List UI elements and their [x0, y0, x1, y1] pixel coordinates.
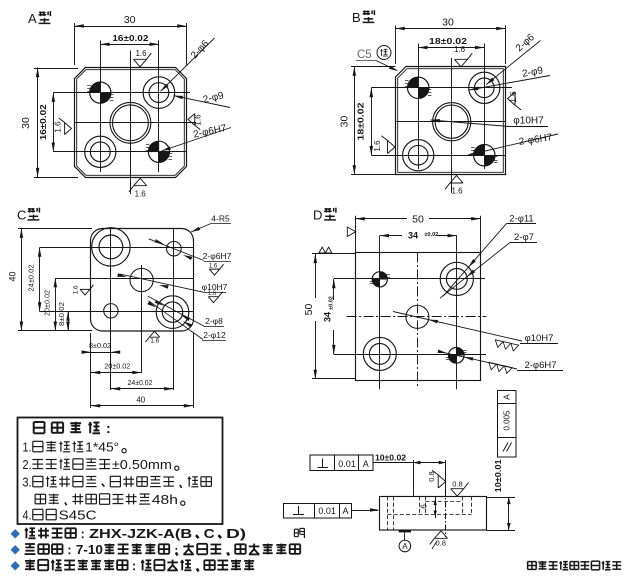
svg-text:18±0.02: 18±0.02: [429, 36, 467, 46]
svg-text:0.8: 0.8: [435, 539, 445, 548]
svg-text:4.: 4.: [23, 508, 32, 523]
svg-text:1.6: 1.6: [150, 337, 159, 344]
svg-text:1.6: 1.6: [208, 291, 217, 297]
svg-text:2-φ8: 2-φ8: [205, 316, 223, 326]
svg-text:C: C: [17, 208, 26, 223]
svg-text:D): D): [226, 526, 246, 541]
svg-text:2-φ6H7: 2-φ6H7: [524, 360, 556, 371]
svg-text:1.6: 1.6: [451, 186, 463, 195]
svg-text:ZHX-JZK-A(B: ZHX-JZK-A(B: [89, 526, 192, 541]
svg-text:10±0.02: 10±0.02: [375, 453, 407, 462]
svg-text::: :: [106, 420, 111, 436]
svg-text:1.6: 1.6: [73, 285, 80, 294]
svg-text:50: 50: [412, 213, 424, 225]
svg-text:C5: C5: [357, 49, 372, 61]
svg-text:±0.50mm: ±0.50mm: [112, 457, 172, 472]
svg-text:φ10H7: φ10H7: [525, 333, 554, 344]
svg-text:0.005: 0.005: [503, 410, 512, 431]
svg-text:3.: 3.: [23, 475, 32, 490]
svg-text:A: A: [402, 542, 408, 551]
svg-text:34: 34: [408, 231, 418, 241]
svg-text:A: A: [342, 506, 348, 516]
svg-text:1.6: 1.6: [454, 45, 466, 54]
svg-text:1.6: 1.6: [135, 189, 147, 198]
svg-text:S45C: S45C: [59, 508, 97, 523]
svg-text:6: 6: [419, 504, 428, 509]
svg-text:2-φ6H7: 2-φ6H7: [518, 132, 553, 148]
svg-text:0.01: 0.01: [318, 506, 336, 516]
svg-text:18±0.02: 18±0.02: [356, 102, 366, 140]
svg-text:30: 30: [20, 117, 32, 129]
svg-text:0.8: 0.8: [427, 471, 436, 481]
svg-text:1.6: 1.6: [54, 121, 63, 133]
svg-text:C: C: [204, 526, 216, 541]
svg-text:40: 40: [136, 395, 145, 404]
svg-text:B: B: [352, 10, 361, 25]
svg-text:1.6: 1.6: [509, 91, 518, 103]
svg-text:1.: 1.: [23, 440, 32, 455]
svg-text:24±0.02: 24±0.02: [27, 265, 36, 292]
svg-text:φ10H7: φ10H7: [513, 116, 544, 127]
svg-text:20±0.02: 20±0.02: [43, 290, 52, 316]
svg-text:1.6: 1.6: [209, 264, 218, 270]
svg-text:30: 30: [339, 116, 351, 128]
svg-text:2-φ9: 2-φ9: [202, 90, 225, 106]
svg-text:0.01: 0.01: [338, 459, 356, 469]
svg-text:30: 30: [442, 17, 454, 29]
svg-text:2-φ6H7: 2-φ6H7: [203, 251, 232, 261]
svg-text:20±0.02: 20±0.02: [104, 362, 130, 371]
svg-text:16±0.02: 16±0.02: [38, 104, 48, 140]
svg-text:7-10: 7-10: [76, 542, 103, 557]
svg-text:48h: 48h: [152, 492, 178, 507]
svg-text:30: 30: [124, 14, 136, 26]
svg-text:D: D: [313, 208, 322, 223]
svg-text:2-φ11: 2-φ11: [509, 214, 533, 225]
svg-text:2-φ7: 2-φ7: [514, 232, 534, 243]
svg-text:10±0.01: 10±0.01: [494, 459, 503, 493]
svg-text:±0.02: ±0.02: [329, 296, 335, 310]
svg-text:0.8: 0.8: [452, 480, 462, 489]
svg-text:8±0.02: 8±0.02: [89, 341, 111, 350]
svg-text:A: A: [502, 394, 512, 400]
svg-text:2-φ12: 2-φ12: [203, 330, 226, 340]
svg-text:8±0.02: 8±0.02: [57, 302, 66, 326]
svg-text:1.6: 1.6: [135, 49, 147, 58]
svg-text:A: A: [28, 11, 37, 26]
svg-text:2-φ9: 2-φ9: [521, 65, 544, 80]
svg-text:φ10H7: φ10H7: [202, 282, 228, 292]
svg-text:34: 34: [323, 312, 333, 322]
svg-text:±0.02: ±0.02: [425, 232, 439, 238]
svg-text:1.6: 1.6: [373, 140, 382, 152]
svg-text:40: 40: [7, 271, 17, 281]
svg-text:16±0.02: 16±0.02: [112, 33, 148, 43]
svg-text:1.6: 1.6: [194, 114, 203, 126]
svg-text:50: 50: [303, 304, 315, 316]
svg-text:2.: 2.: [23, 457, 32, 472]
svg-text:1*45°: 1*45°: [85, 440, 119, 455]
svg-text:A: A: [363, 459, 369, 469]
svg-text:24±0.02: 24±0.02: [128, 378, 153, 387]
svg-text:4-R5: 4-R5: [211, 214, 230, 224]
